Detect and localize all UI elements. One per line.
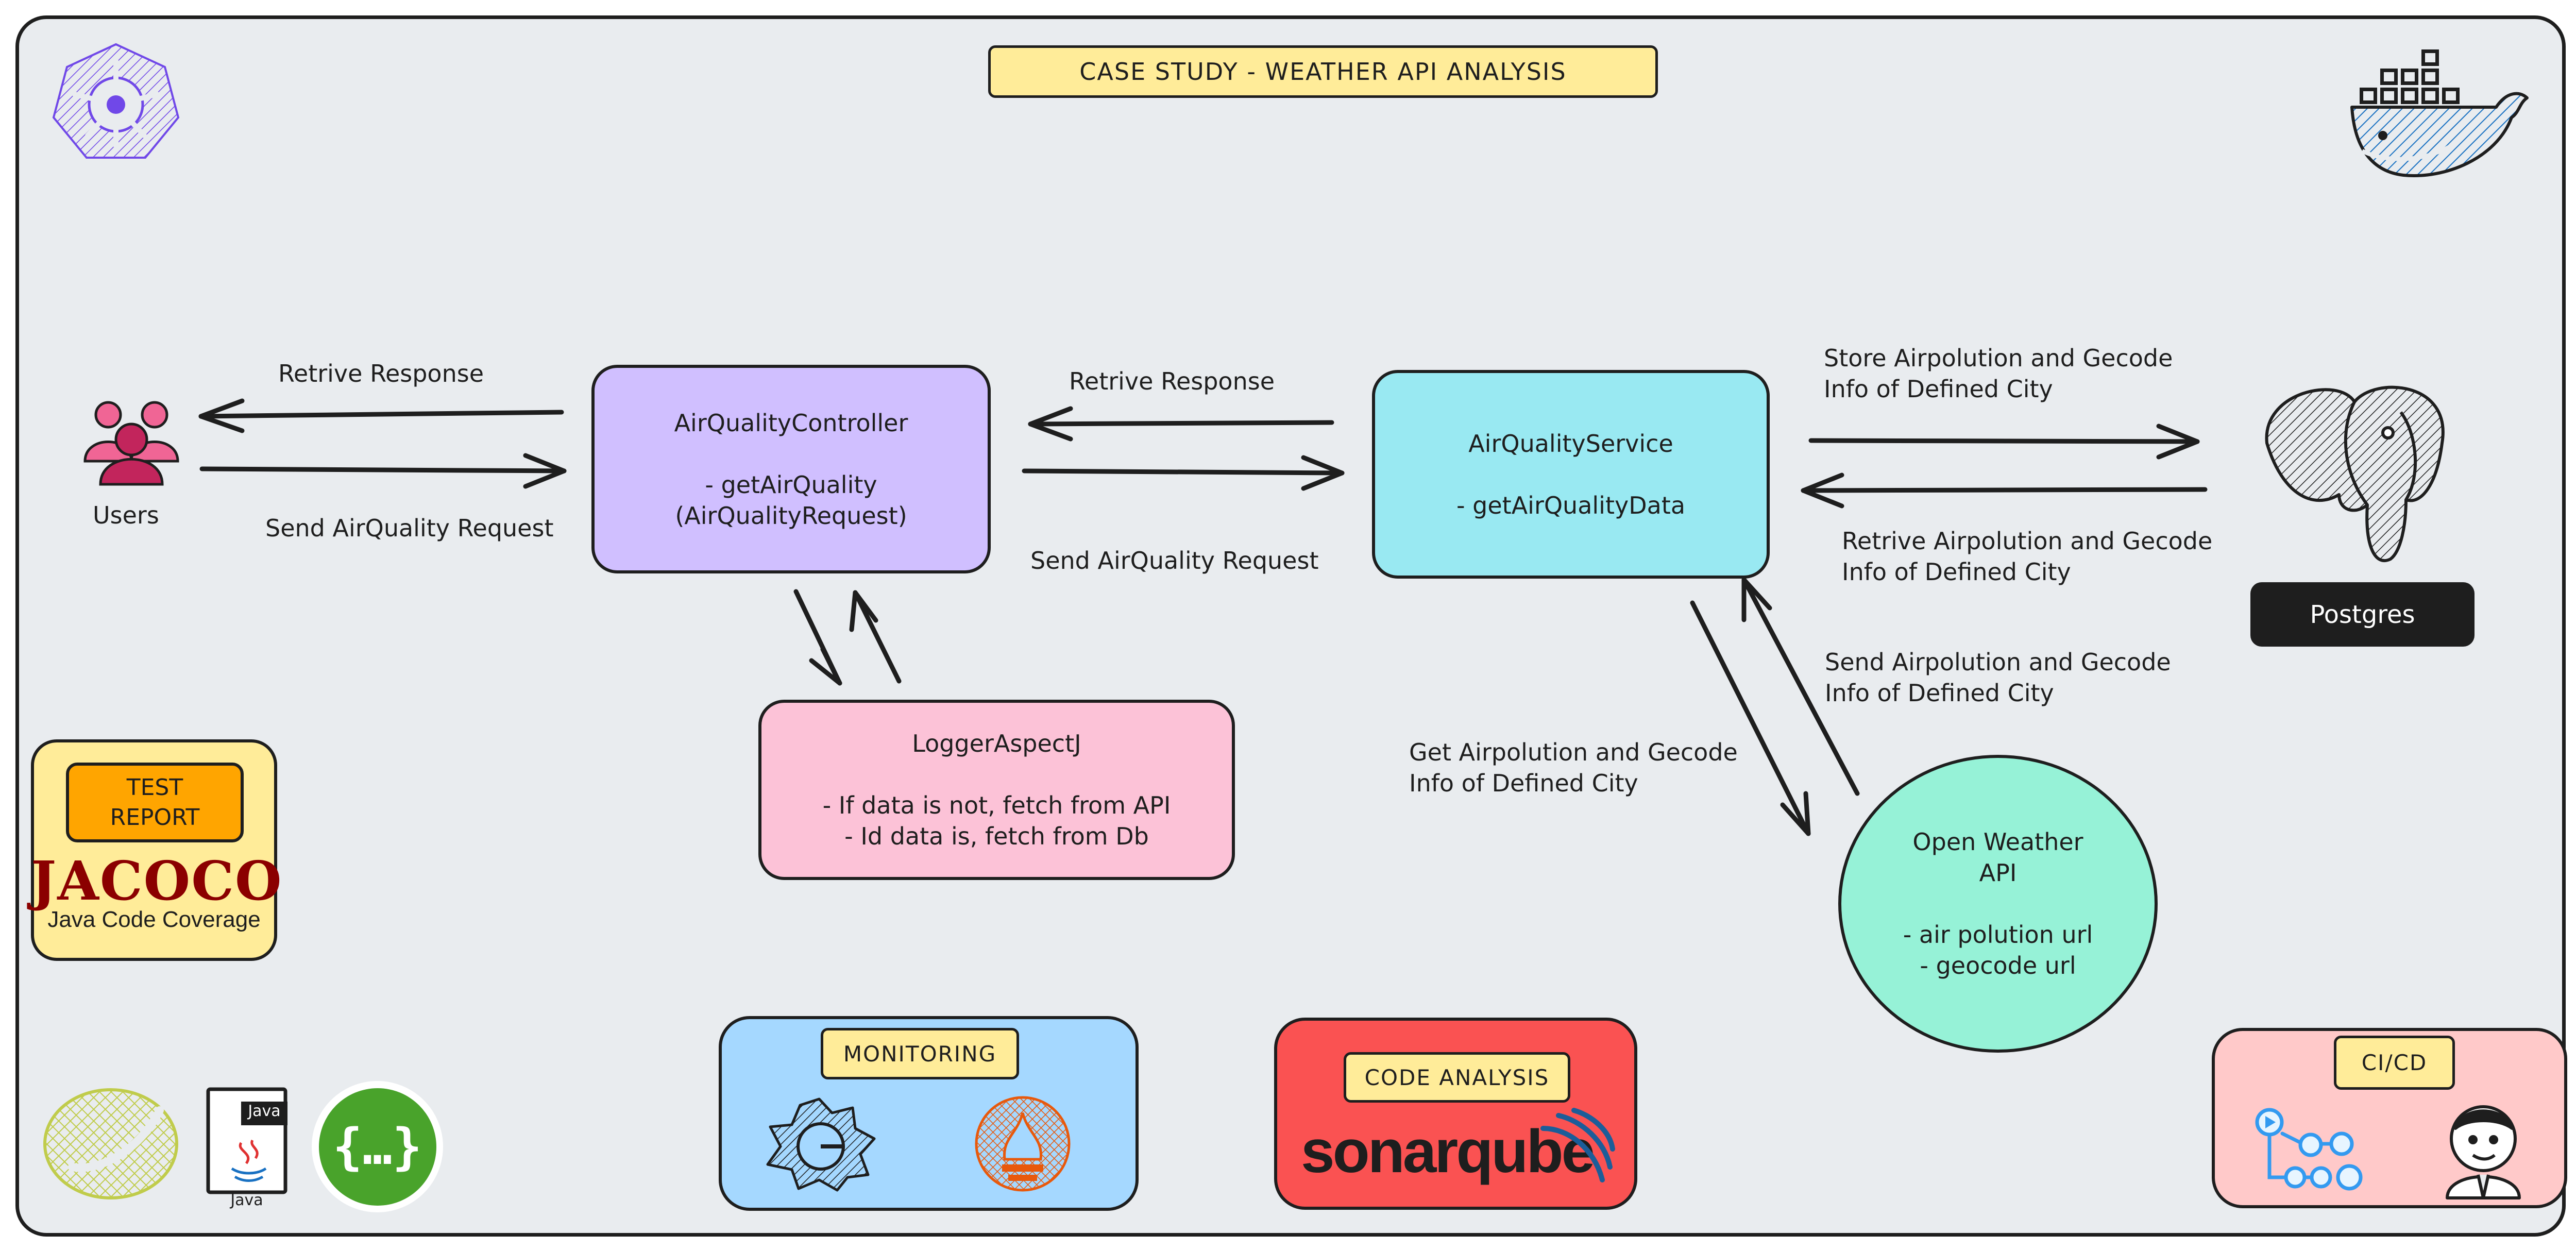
controller-param: (AirQualityRequest) [675,501,907,530]
arrow-service-to-postgres [1808,424,2200,460]
users-icon [83,401,179,486]
service-name: AirQualityService [1468,429,1673,458]
jacoco-tag: TEST REPORT [66,763,244,842]
edge-label-retrieve-db: Retrive Airpolution and Gecode Info of D… [1842,527,2213,586]
java-icon [206,1087,287,1194]
edge-label-users-send: Send AirQuality Request [265,514,554,542]
arrow-users-to-controller [199,453,567,489]
grafana-icon [766,1097,876,1192]
openweather-line2: API [1979,859,2017,887]
arrow-service-to-controller [1028,406,1334,442]
users-label: Users [93,501,159,529]
arrow-service-to-openweather [1690,600,1811,836]
arrow-controller-to-users [198,398,564,433]
sonarqube-waves-icon [1540,1108,1615,1182]
arrow-logger-to-controller [849,590,902,684]
arrow-postgres-to-service [1801,472,2208,509]
code-analysis-tag: CODE ANALYSIS [1344,1052,1570,1103]
openweather-line4: - geocode url [1920,952,2076,979]
edge-label-users-retrieve: Retrive Response [278,360,484,387]
logger-line1: - If data is not, fetch from API [822,791,1171,819]
edge-label-service-send: Send AirQuality Request [1030,547,1319,574]
controller-method: - getAirQuality [705,470,877,499]
openweather-line3: - air polution url [1903,921,2093,949]
diagram-title: CASE STUDY - WEATHER API ANALYSIS [988,45,1658,98]
pipeline-icon [2255,1108,2363,1191]
postgres-elephant-icon [2265,385,2445,563]
edge-label-store-db: Store Airpolution and Gecode Info of Def… [1824,344,2173,403]
jacoco-caption: Java Code Coverage [47,907,261,932]
arrow-controller-to-service [1022,455,1345,491]
cicd-tag: CI/CD [2334,1036,2455,1090]
service-method: - getAirQualityData [1456,491,1686,519]
kubernetes-icon [52,43,180,159]
controller-name: AirQualityController [674,409,908,437]
prometheus-icon [975,1096,1071,1192]
jenkins-icon [2446,1105,2521,1199]
logger-line2: - Id data is, fetch from Db [844,822,1149,850]
arrow-controller-to-logger [793,589,842,686]
swagger-glyph: {…} [318,1088,436,1206]
java-icon-label-top: Java [248,1102,281,1120]
swagger-icon: {…} [312,1081,443,1212]
edge-label-get-api: Get Airpolution and Gecode Info of Defin… [1409,738,1738,797]
edge-label-send-api: Send Airpolution and Gecode Info of Defi… [1825,648,2171,707]
open-weather-api-node: Open Weather API - air polution url - ge… [1838,755,2158,1053]
logger-aspectj-node: LoggerAspectJ - If data is not, fetch fr… [758,700,1235,880]
docker-icon [2350,49,2529,177]
air-quality-service-node: AirQualityService - getAirQualityData [1372,370,1770,579]
air-quality-controller-node: AirQualityController - getAirQuality (Ai… [591,365,991,573]
spring-icon [43,1088,178,1199]
jacoco-logo: JACOCO [31,849,283,912]
logger-name: LoggerAspectJ [912,730,1081,757]
java-icon-label-bottom: Java [230,1191,263,1209]
openweather-line1: Open Weather [1912,828,2083,856]
monitoring-tag: MONITORING [821,1028,1019,1079]
arrow-openweather-to-service [1741,577,1860,796]
postgres-label: Postgres [2250,582,2475,647]
edge-label-service-retrieve: Retrive Response [1069,367,1275,395]
